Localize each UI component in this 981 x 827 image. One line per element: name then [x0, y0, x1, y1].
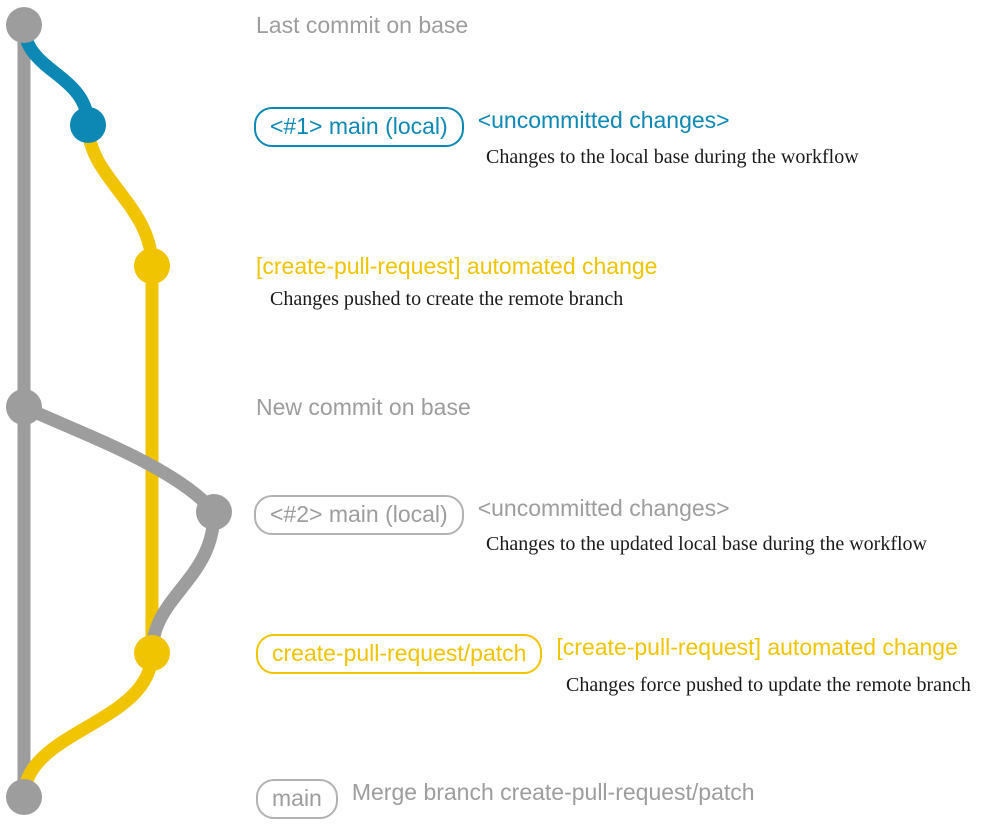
- commit-node-local-1[interactable]: [70, 107, 106, 143]
- commit-subject-merge-branch: Merge branch create-pull-request/patch: [351, 779, 755, 805]
- row-local-commit-2: <#2> main (local) <uncommitted changes>: [254, 495, 730, 535]
- branch-pill-main-local-2[interactable]: <#2> main (local): [254, 495, 464, 535]
- edge-local-to-patch: [81, 118, 159, 273]
- edge-newbase-to-local2: [17, 400, 221, 519]
- commit-note-4: Changes force pushed to update the remot…: [566, 674, 971, 696]
- commit-node-base-new[interactable]: [6, 389, 42, 425]
- commit-note-2: Changes pushed to create the remote bran…: [270, 288, 624, 310]
- edge-local2-to-patch2: [145, 505, 221, 660]
- commit-subject-uncommitted-changes-1: <uncommitted changes>: [477, 107, 730, 133]
- commit-graph: [6, 7, 232, 815]
- row-merge-commit: main Merge branch create-pull-request/pa…: [256, 779, 755, 819]
- branch-pill-main[interactable]: main: [256, 779, 338, 819]
- commit-node-local-2[interactable]: [196, 494, 232, 530]
- commit-subject-automated-change-1: [create-pull-request] automated change: [256, 253, 658, 279]
- commit-subject-automated-change-2: [create-pull-request] automated change: [556, 634, 958, 660]
- commit-node-merge[interactable]: [6, 779, 42, 815]
- commit-subject-uncommitted-changes-2: <uncommitted changes>: [477, 495, 730, 521]
- branch-pill-main-local-1[interactable]: <#1> main (local): [254, 107, 464, 147]
- commit-node-automated-2[interactable]: [134, 635, 170, 671]
- label-last-commit-on-base: Last commit on base: [256, 12, 469, 38]
- commit-note-1: Changes to the local base during the wor…: [486, 146, 859, 168]
- branch-pill-create-pull-request-patch[interactable]: create-pull-request/patch: [256, 634, 543, 674]
- edge-patch-merge-to-base: [17, 646, 159, 804]
- row-local-commit-1: <#1> main (local) <uncommitted changes>: [254, 107, 730, 147]
- row-patch-branch: create-pull-request/patch [create-pull-r…: [256, 634, 958, 674]
- commit-node-base-last[interactable]: [6, 7, 42, 43]
- commit-note-3: Changes to the updated local base during…: [486, 533, 927, 555]
- label-new-commit-on-base: New commit on base: [256, 394, 471, 420]
- row-automated-change-1: [create-pull-request] automated change: [256, 253, 657, 279]
- commit-node-automated-1[interactable]: [134, 248, 170, 284]
